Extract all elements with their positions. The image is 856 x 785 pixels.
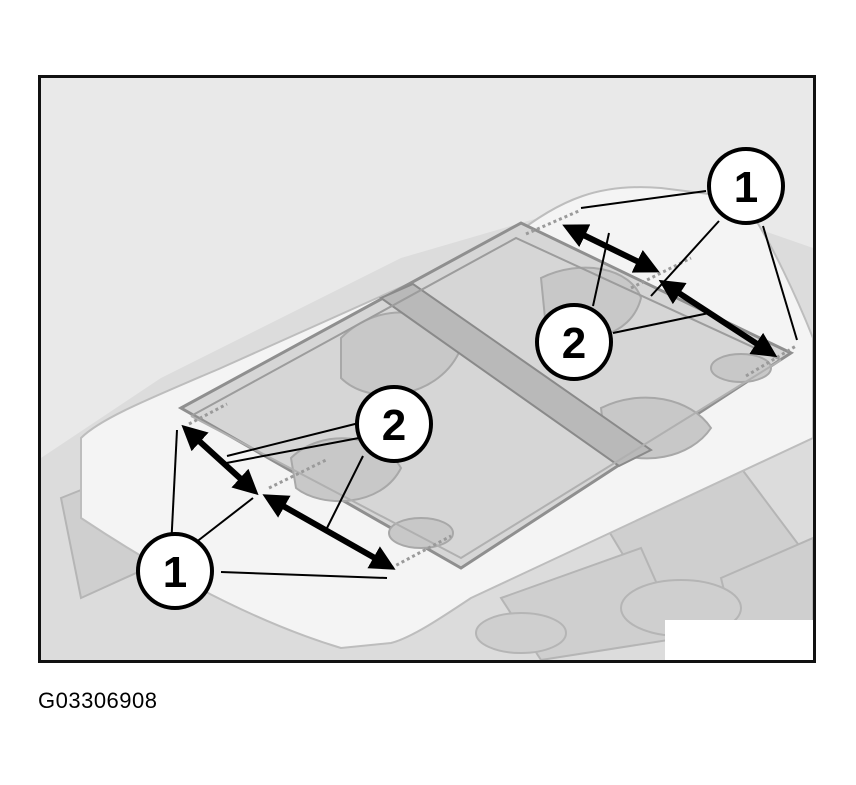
inset-blank-box [665, 620, 813, 660]
center-crossbar [378, 282, 653, 468]
dimension-arrows-upper [562, 224, 778, 358]
callout-1-lower-left: 1 [136, 532, 214, 610]
figure-frame: 1 2 2 1 [38, 75, 816, 663]
leader-lines [170, 190, 798, 579]
dimension-arrows-lower [181, 424, 396, 570]
svg-text:1: 1 [734, 163, 758, 212]
svg-text:2: 2 [562, 319, 586, 368]
svg-text:1: 1 [163, 548, 187, 597]
opening-lower-edge [190, 359, 782, 560]
callout-1-upper-right: 1 [707, 147, 785, 225]
sunroof-illustration: 1 2 2 1 [41, 78, 813, 660]
callout-2-upper-right: 2 [535, 303, 613, 381]
figure-id: G03306908 [38, 688, 158, 713]
svg-text:2: 2 [382, 401, 406, 450]
callout-2-lower-left: 2 [355, 385, 433, 463]
